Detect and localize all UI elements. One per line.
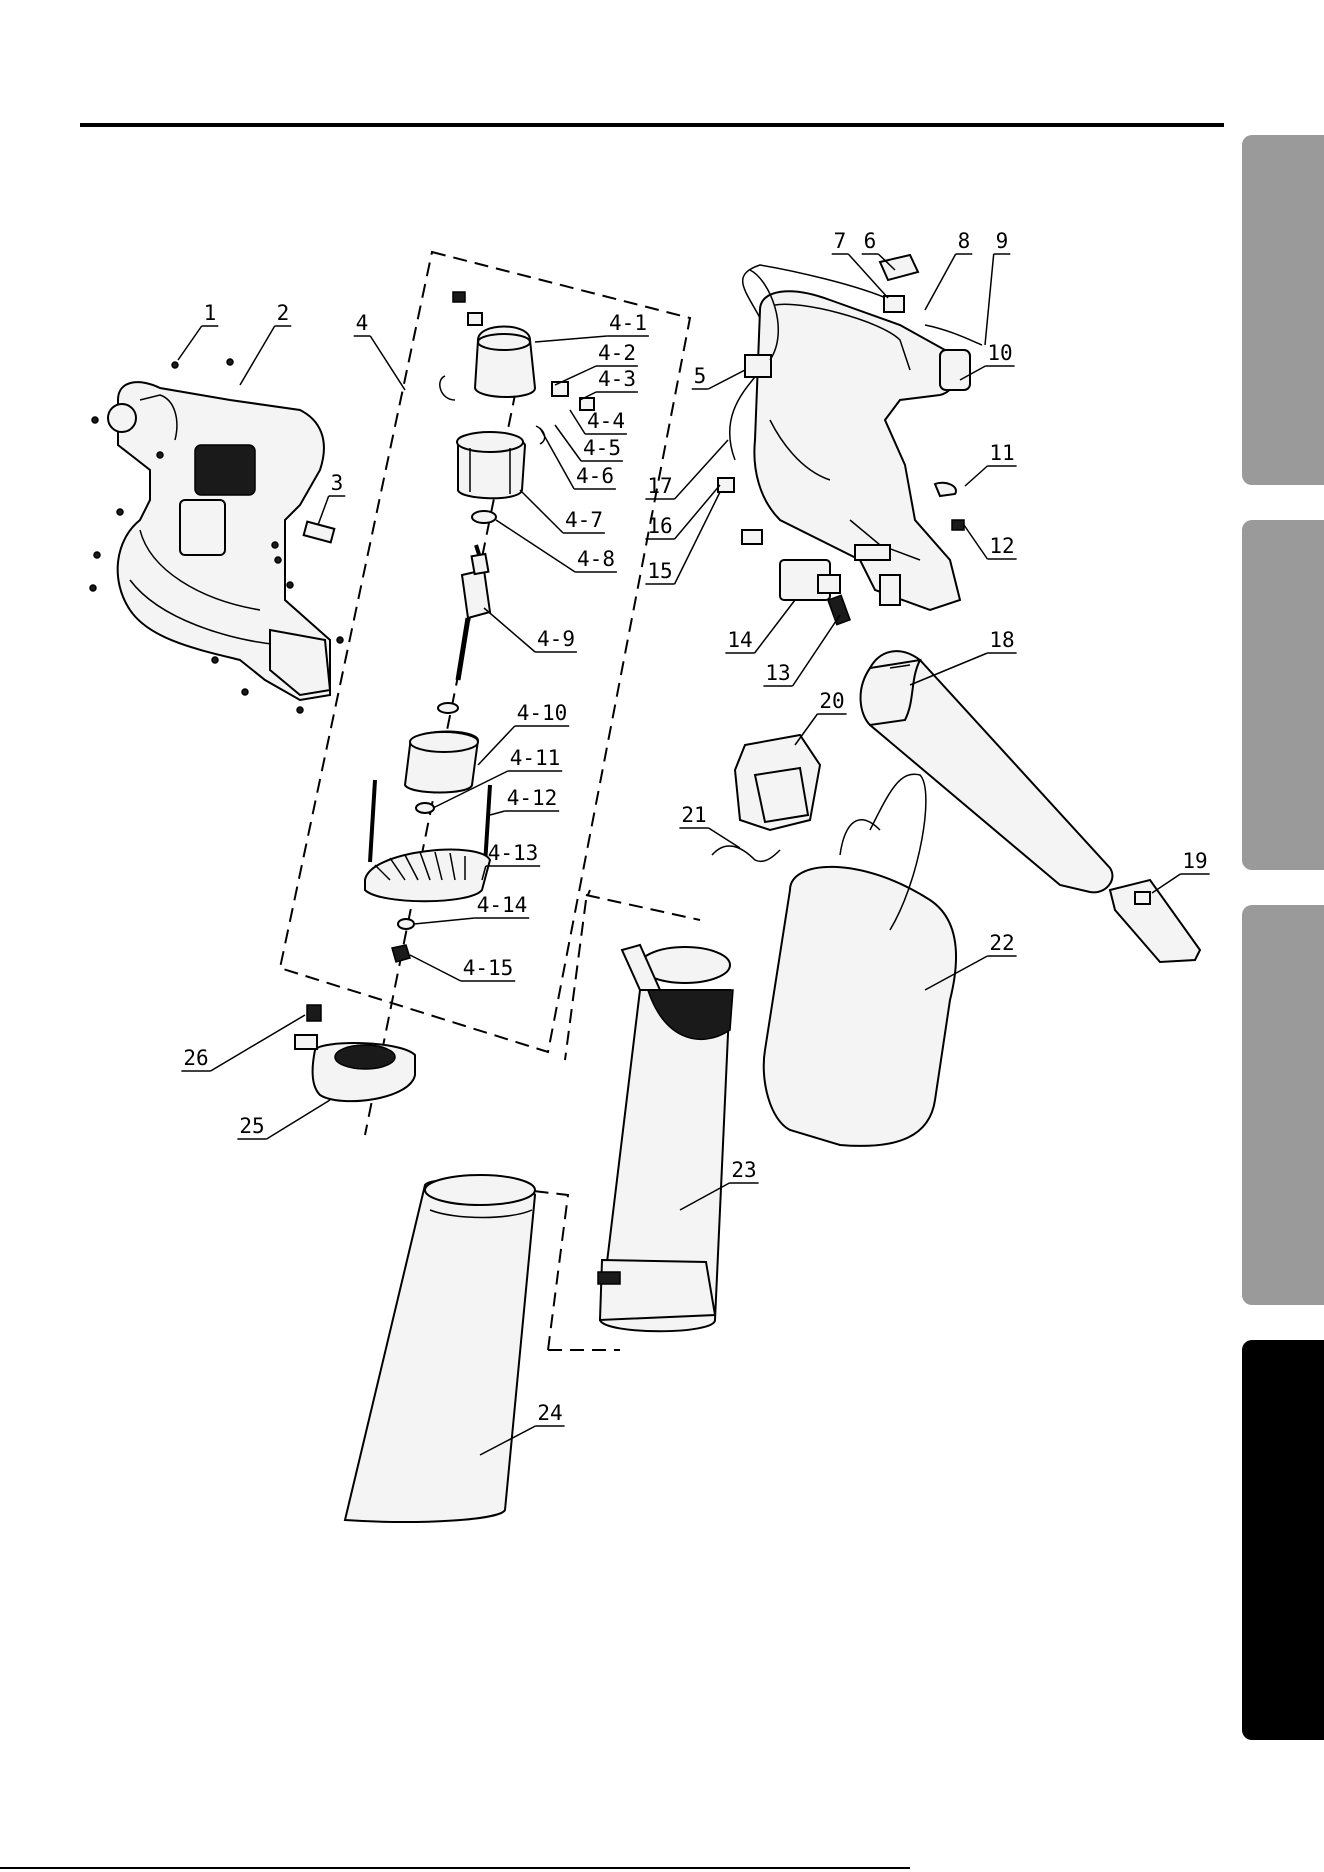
callout-4-7: 4-7 <box>565 508 603 532</box>
callout-4-8: 4-8 <box>577 547 615 571</box>
callout-11: 11 <box>989 441 1014 465</box>
callout-4-10: 4-10 <box>517 701 568 725</box>
leader-line <box>555 425 581 461</box>
callout-1: 1 <box>204 301 217 325</box>
callout-26: 26 <box>183 1046 208 1070</box>
callout-8: 8 <box>958 229 971 253</box>
callout-7: 7 <box>834 229 847 253</box>
cord-21 <box>712 846 780 861</box>
callout-20: 20 <box>819 689 844 713</box>
leader-line <box>370 336 405 390</box>
leader-line <box>555 366 596 385</box>
callout-4-9: 4-9 <box>537 627 575 651</box>
leader-line <box>496 520 575 572</box>
leader-line <box>318 496 329 525</box>
leader-line <box>267 1100 330 1139</box>
callout-6: 6 <box>864 229 877 253</box>
callout-4-4: 4-4 <box>587 409 625 433</box>
leader-line <box>675 492 720 584</box>
leader-line <box>1152 874 1180 893</box>
collection-bag <box>764 774 956 1146</box>
blower-nozzle <box>1110 880 1200 962</box>
fan-cover <box>295 1005 415 1101</box>
leader-line <box>484 608 535 652</box>
callout-4-15: 4-15 <box>463 956 514 980</box>
callout-3: 3 <box>331 471 344 495</box>
callout-17: 17 <box>647 474 672 498</box>
leader-line <box>793 615 840 686</box>
leader-line <box>535 336 607 342</box>
leader-line <box>410 955 461 981</box>
vacuum-tube <box>598 945 733 1331</box>
callout-4-1: 4-1 <box>609 311 647 335</box>
callout-10: 10 <box>987 341 1012 365</box>
callout-19: 19 <box>1182 849 1207 873</box>
leader-line <box>540 428 574 489</box>
callout-13: 13 <box>765 661 790 685</box>
callout-4-12: 4-12 <box>507 786 558 810</box>
callout-21: 21 <box>681 803 706 827</box>
blower-tube <box>861 651 1113 892</box>
leader-line <box>414 918 475 924</box>
callout-4-2: 4-2 <box>598 341 636 365</box>
leader-line <box>211 1015 305 1071</box>
leader-line <box>925 254 956 310</box>
vacuum-adapter <box>735 735 820 830</box>
callout-4: 4 <box>356 311 369 335</box>
callout-4-11: 4-11 <box>510 746 561 770</box>
leader-line <box>795 714 817 745</box>
leader-line <box>520 490 563 533</box>
callout-5: 5 <box>694 364 707 388</box>
callout-9: 9 <box>996 229 1009 253</box>
callout-25: 25 <box>239 1114 264 1138</box>
leader-line <box>240 326 275 385</box>
callout-14: 14 <box>727 628 752 652</box>
callout-4-6: 4-6 <box>576 464 614 488</box>
leader-line <box>708 370 745 389</box>
callout-4-3: 4-3 <box>598 367 636 391</box>
leader-line <box>985 254 994 345</box>
callout-24: 24 <box>537 1401 562 1425</box>
debris-bag <box>345 1175 535 1522</box>
callout-22: 22 <box>989 931 1014 955</box>
callout-2: 2 <box>277 301 290 325</box>
leader-line <box>755 600 795 653</box>
leader-line <box>490 811 505 815</box>
callout-4-5: 4-5 <box>583 436 621 460</box>
leader-line <box>570 410 585 434</box>
leader-line <box>965 466 987 486</box>
leader-line <box>709 828 740 848</box>
callout-23: 23 <box>731 1158 756 1182</box>
callout-16: 16 <box>647 514 672 538</box>
callout-15: 15 <box>647 559 672 583</box>
leader-line <box>178 326 202 360</box>
callout-4-14: 4-14 <box>477 893 528 917</box>
callout-18: 18 <box>989 628 1014 652</box>
leader-line <box>964 525 987 559</box>
left-housing <box>90 359 343 713</box>
callout-4-13: 4-13 <box>488 841 539 865</box>
leader-line <box>675 485 720 539</box>
callout-12: 12 <box>989 534 1014 558</box>
